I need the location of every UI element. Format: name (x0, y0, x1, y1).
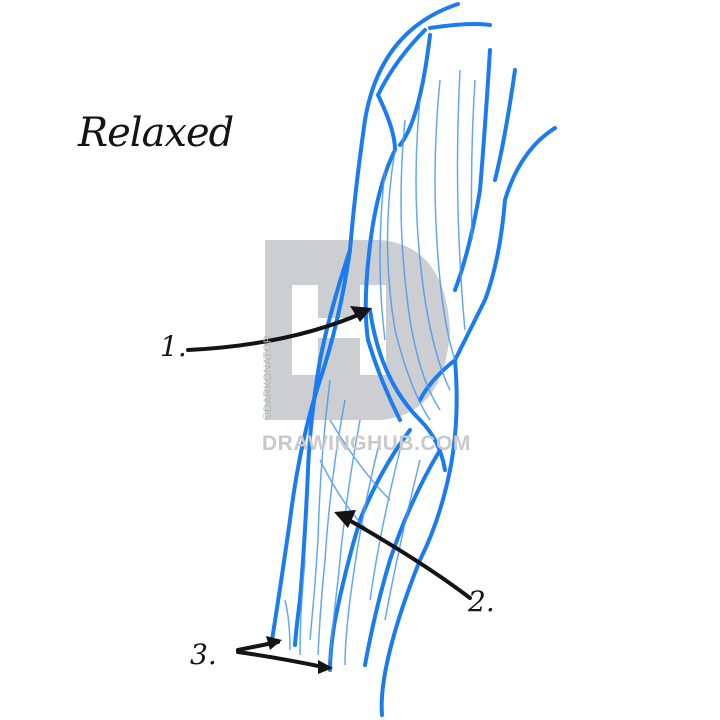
label-1: 1. (160, 330, 187, 363)
watermark-site-text: DRAWINGHUB.COM (262, 432, 471, 455)
watermark-credit-text: ©DARKONATOR (262, 335, 274, 420)
label-3: 3. (190, 638, 217, 671)
label-2: 2. (468, 585, 495, 618)
drawing-title: Relaxed (78, 110, 234, 156)
